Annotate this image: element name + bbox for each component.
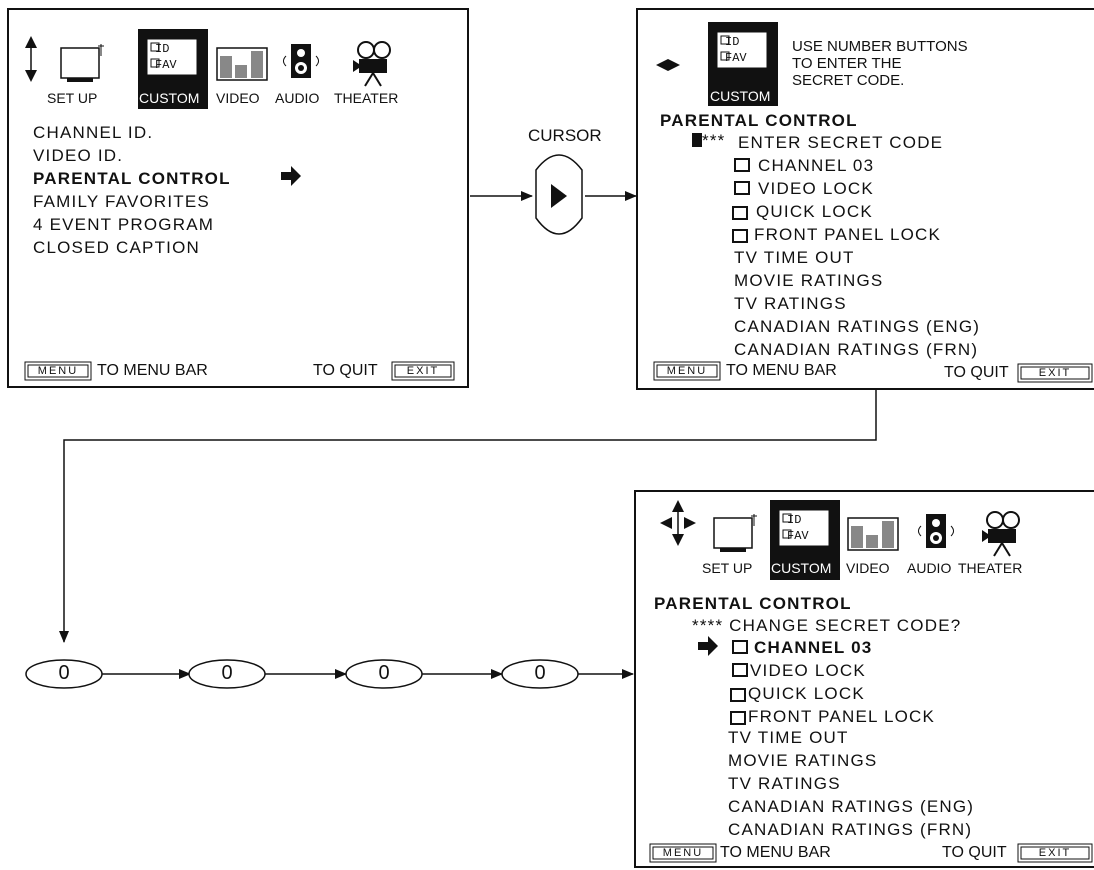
menu-item-4-event-program[interactable]: 4 EVENT PROGRAM: [33, 215, 215, 234]
checkbox[interactable]: [732, 640, 748, 654]
channel-03[interactable]: CHANNEL 03: [754, 638, 873, 657]
canadian-ratings-frn[interactable]: CANADIAN RATINGS (FRN): [734, 340, 979, 359]
icon-label-setup[interactable]: SET UP: [702, 560, 753, 576]
to-menu-bar-text: TO MENU BAR: [726, 362, 837, 379]
checkbox[interactable]: [732, 229, 748, 243]
digit-button[interactable]: 0: [221, 662, 233, 684]
to-menu-bar-text: TO MENU BAR: [720, 844, 831, 861]
tv-time-out[interactable]: TV TIME OUT: [728, 728, 849, 747]
digit-button[interactable]: 0: [378, 662, 390, 684]
checkbox[interactable]: [732, 663, 748, 677]
id-text: ID: [155, 42, 170, 56]
menu-item-family-favorites[interactable]: FAMILY FAVORITES: [33, 192, 210, 211]
id-text: ID: [725, 35, 740, 49]
parental-control-title: PARENTAL CONTROL: [660, 111, 858, 130]
exit-button[interactable]: EXIT: [406, 365, 440, 377]
icon-label-video[interactable]: VIDEO: [846, 560, 890, 576]
checkbox[interactable]: [730, 711, 746, 725]
to-quit-text: TO QUIT: [313, 362, 378, 379]
canadian-ratings-frn[interactable]: CANADIAN RATINGS (FRN): [728, 820, 973, 839]
to-quit-text: TO QUIT: [942, 844, 1007, 861]
instruction-text: USE NUMBER BUTTONS TO ENTER THE SECRET C…: [792, 38, 968, 89]
movie-ratings[interactable]: MOVIE RATINGS: [734, 271, 884, 290]
checkbox[interactable]: [732, 206, 748, 220]
to-menu-bar-text: TO MENU BAR: [97, 362, 208, 379]
instruction-line: USE NUMBER BUTTONS: [792, 38, 968, 55]
digit-button[interactable]: 0: [534, 662, 546, 684]
parental-control-title: PARENTAL CONTROL: [654, 594, 852, 613]
screen1-icons: [24, 29, 455, 381]
instruction-line: TO ENTER THE: [792, 55, 902, 72]
icon-label-setup[interactable]: SET UP: [47, 90, 98, 106]
id-fav-label: ID FAV: [787, 512, 809, 544]
menu-button[interactable]: MENU: [662, 847, 704, 859]
fav-text: FAV: [155, 58, 177, 72]
channel-03[interactable]: CHANNEL 03: [758, 156, 875, 175]
to-quit-text: TO QUIT: [944, 364, 1009, 381]
checkbox[interactable]: [734, 158, 750, 172]
instruction-line: SECRET CODE.: [792, 72, 905, 89]
cursor-label: CURSOR: [528, 126, 602, 145]
video-lock[interactable]: VIDEO LOCK: [750, 661, 866, 680]
icon-label-custom[interactable]: CUSTOM: [710, 88, 771, 104]
id-text: ID: [787, 513, 802, 527]
menu-item-closed-caption[interactable]: CLOSED CAPTION: [33, 238, 200, 257]
canadian-ratings-eng[interactable]: CANADIAN RATINGS (ENG): [728, 797, 975, 816]
menu-item-channel-id[interactable]: CHANNEL ID.: [33, 123, 154, 142]
change-secret-code[interactable]: **** CHANGE SECRET CODE?: [692, 616, 962, 635]
icon-label-theater[interactable]: THEATER: [958, 560, 1023, 576]
icon-label-video[interactable]: VIDEO: [216, 90, 260, 106]
menu-button[interactable]: MENU: [37, 365, 79, 377]
icon-label-audio[interactable]: AUDIO: [907, 560, 952, 576]
code-mask: ***: [702, 131, 726, 150]
menu-item-parental-control[interactable]: PARENTAL CONTROL: [33, 169, 231, 188]
screen-change-code: ID FAV SET UP CUSTOM VIDEO AUDIO THEATER…: [634, 490, 1094, 868]
screen-custom-menu: ID FAV SET UP CUSTOM VIDEO AUDIO THEATER…: [7, 8, 469, 388]
video-lock[interactable]: VIDEO LOCK: [758, 179, 874, 198]
screen2-icons: [653, 22, 1093, 383]
tv-ratings[interactable]: TV RATINGS: [734, 294, 847, 313]
menu-button[interactable]: MENU: [666, 365, 708, 377]
checkbox[interactable]: [730, 688, 746, 702]
digit-button[interactable]: 0: [58, 662, 70, 684]
canadian-ratings-eng[interactable]: CANADIAN RATINGS (ENG): [734, 317, 981, 336]
front-panel-lock[interactable]: FRONT PANEL LOCK: [748, 707, 936, 726]
fav-text: FAV: [725, 51, 747, 65]
checkbox[interactable]: [734, 181, 750, 195]
front-panel-lock[interactable]: FRONT PANEL LOCK: [754, 225, 942, 244]
tv-ratings[interactable]: TV RATINGS: [728, 774, 841, 793]
icon-label-custom[interactable]: CUSTOM: [771, 560, 832, 576]
screen-enter-code: ID FAV CUSTOM USE NUMBER BUTTONS TO ENTE…: [636, 8, 1094, 390]
exit-button[interactable]: EXIT: [1038, 367, 1072, 379]
menu-item-video-id[interactable]: VIDEO ID.: [33, 146, 124, 165]
id-fav-label: ID FAV: [155, 41, 177, 73]
fav-text: FAV: [787, 529, 809, 543]
movie-ratings[interactable]: MOVIE RATINGS: [728, 751, 878, 770]
screen3-icons: [649, 500, 1093, 863]
id-fav-label: ID FAV: [725, 34, 747, 66]
exit-button[interactable]: EXIT: [1038, 847, 1072, 859]
icon-label-audio[interactable]: AUDIO: [275, 90, 320, 106]
quick-lock[interactable]: QUICK LOCK: [748, 684, 865, 703]
icon-label-theater[interactable]: THEATER: [334, 90, 399, 106]
quick-lock[interactable]: QUICK LOCK: [756, 202, 873, 221]
tv-time-out[interactable]: TV TIME OUT: [734, 248, 855, 267]
icon-label-custom[interactable]: CUSTOM: [139, 90, 200, 106]
enter-secret-code[interactable]: ENTER SECRET CODE: [738, 133, 944, 152]
